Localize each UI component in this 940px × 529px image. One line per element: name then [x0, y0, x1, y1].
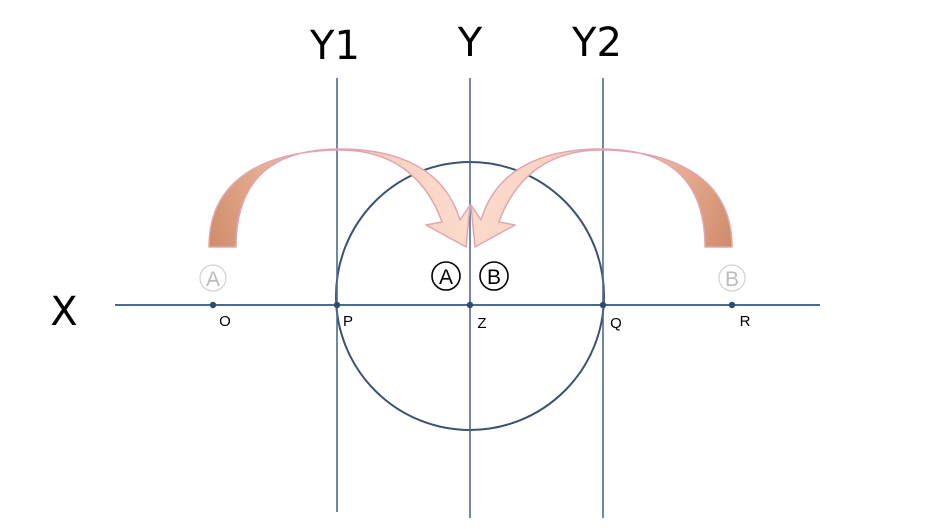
point-q-label: Q [610, 315, 622, 332]
point-z [466, 301, 474, 309]
point-o-label: O [219, 313, 231, 330]
marker-a-center: A [431, 261, 461, 291]
marker-b-center-label: B [487, 266, 501, 289]
point-r-label: R [740, 313, 751, 330]
marker-a-faded: A [199, 264, 227, 292]
arrow-a-to-center [208, 148, 471, 248]
y-axis-label: Y [457, 20, 483, 66]
point-p-label: P [343, 313, 353, 330]
point-o [209, 301, 217, 309]
marker-a-center-label: A [439, 266, 453, 289]
point-q [599, 301, 607, 309]
y1-axis-label: Y1 [309, 23, 360, 69]
arrow-b-to-center [470, 148, 733, 248]
marker-b-faded-label: B [725, 268, 739, 291]
point-z-label: Z [477, 315, 486, 332]
point-r [728, 301, 736, 309]
y2-axis-label: Y2 [571, 20, 622, 66]
point-p [333, 301, 341, 309]
x-axis-label: X [50, 289, 77, 335]
marker-b-faded: B [718, 264, 746, 292]
marker-b-center: B [479, 261, 509, 291]
marker-a-faded-label: A [206, 268, 220, 291]
